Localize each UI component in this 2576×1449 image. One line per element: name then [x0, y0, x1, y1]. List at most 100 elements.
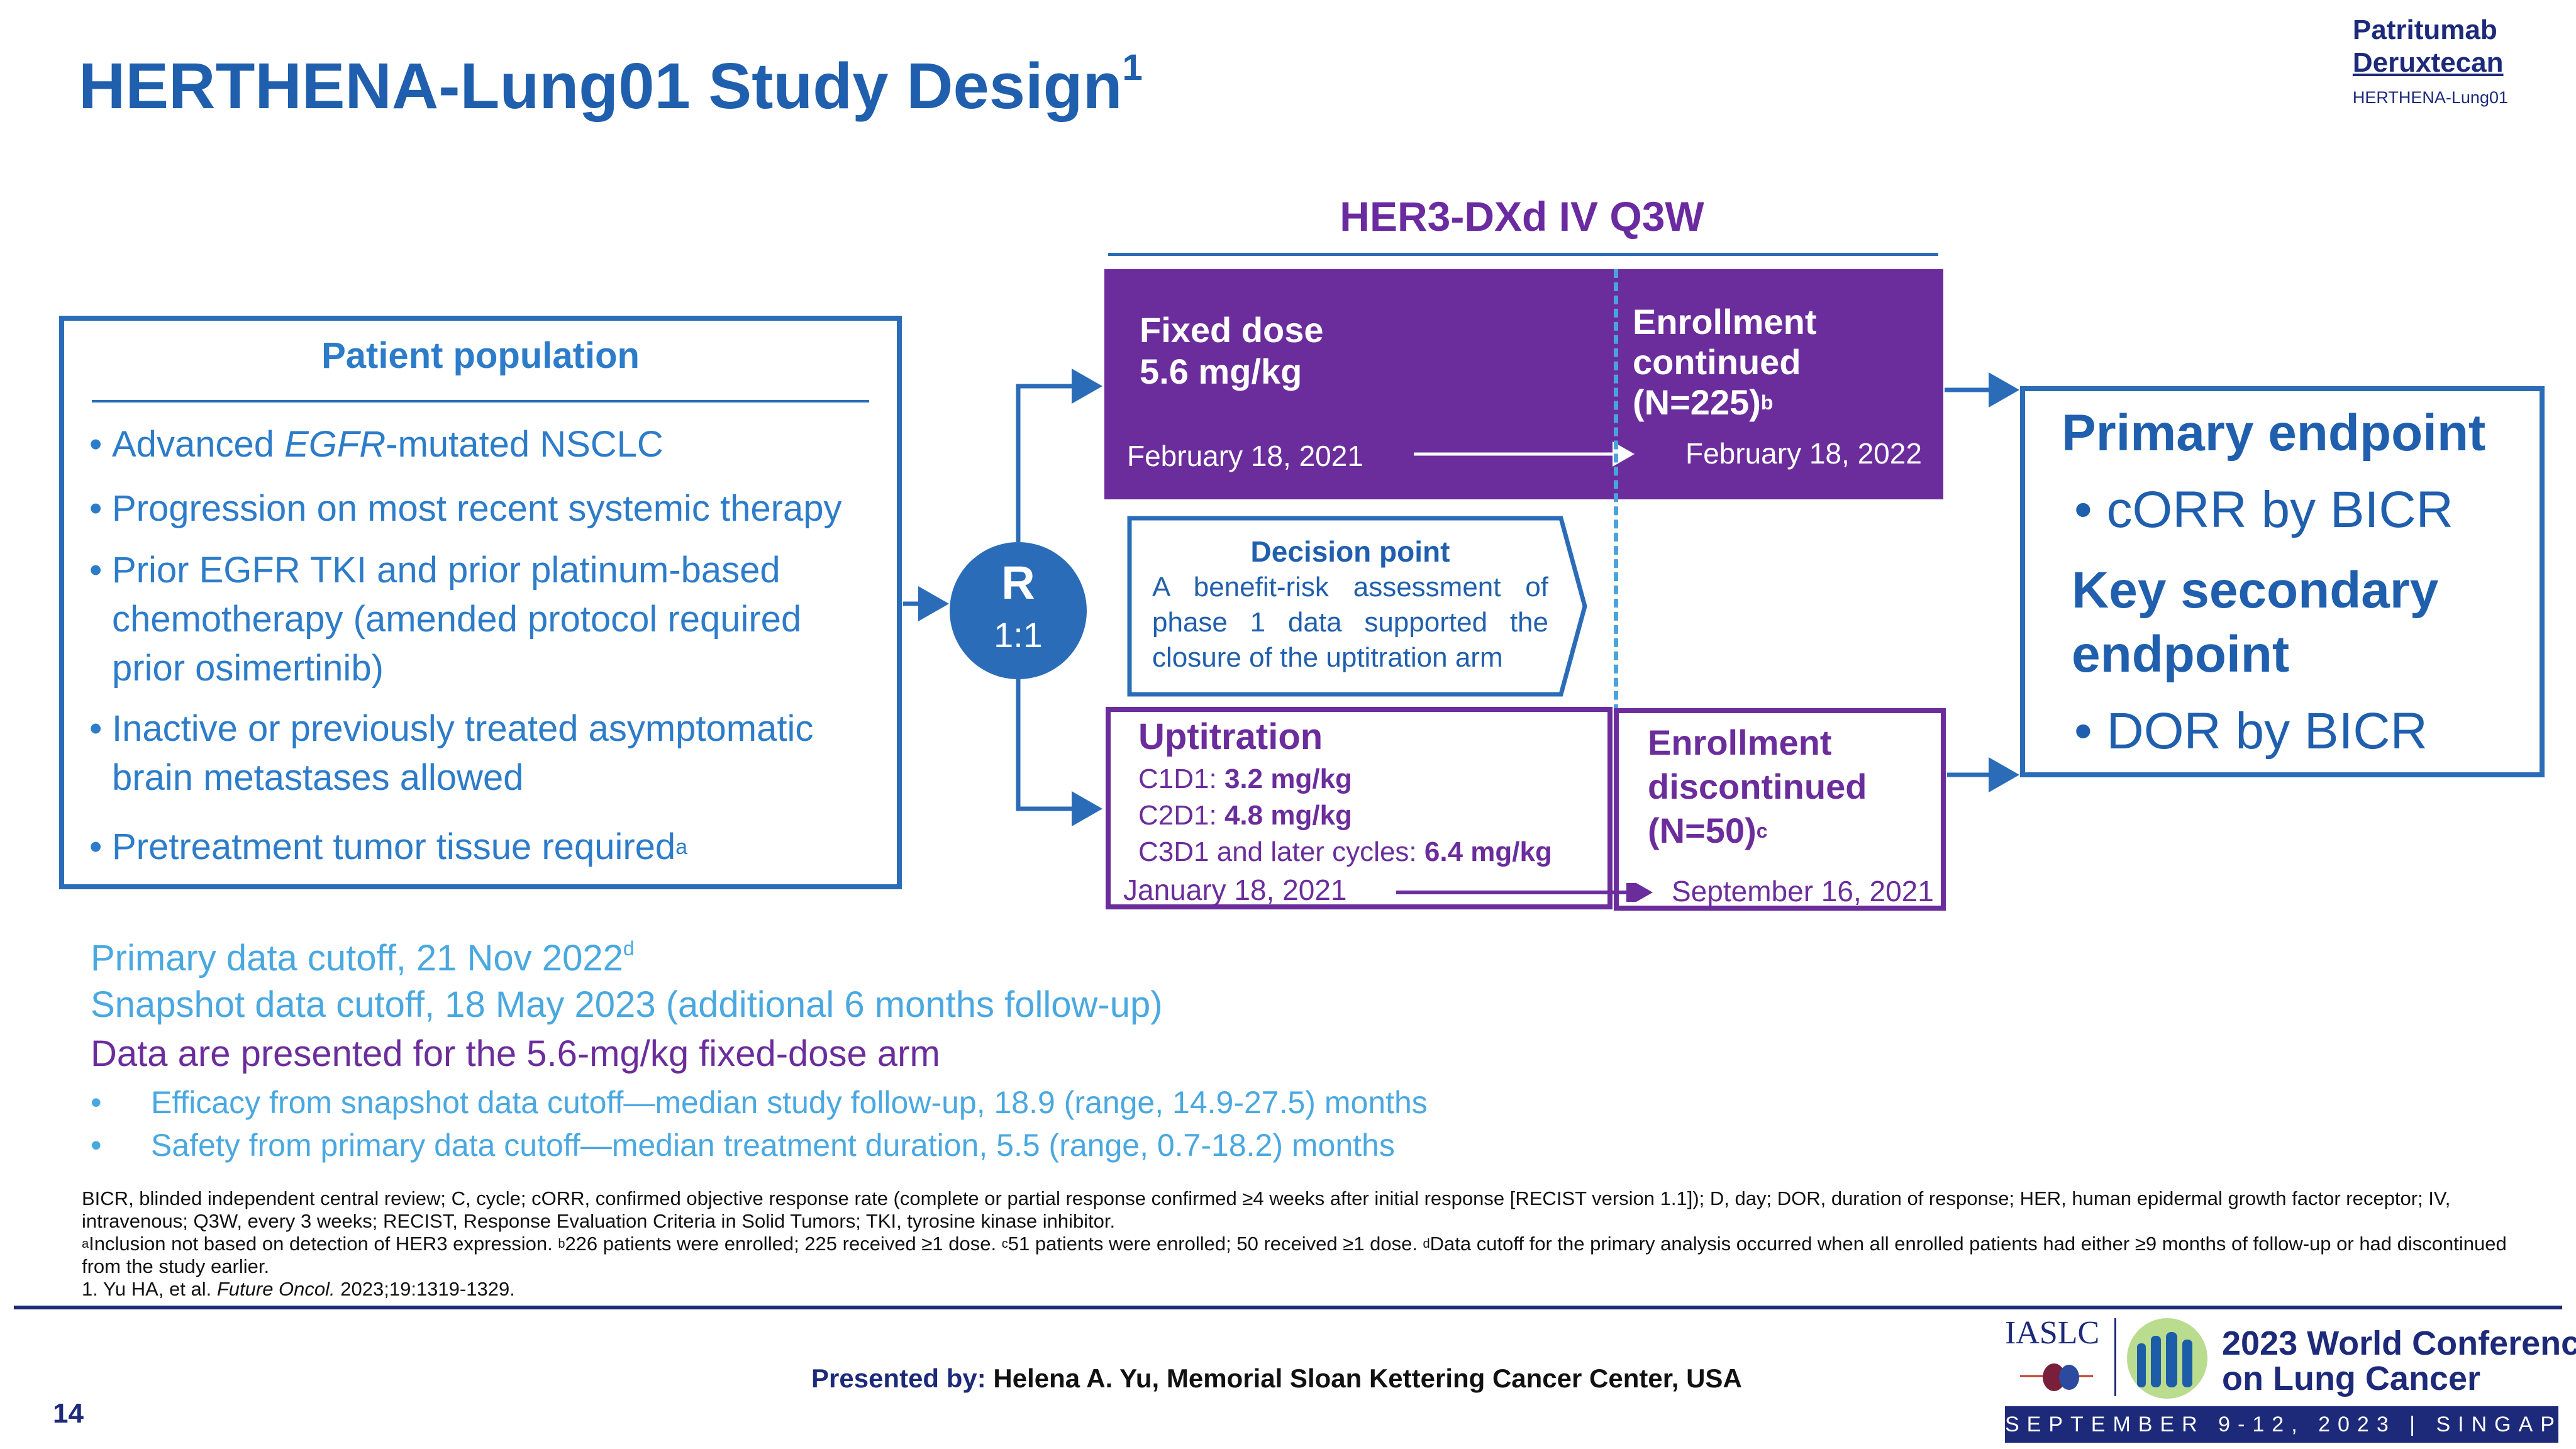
- reference-journal: Future Oncol.: [216, 1278, 335, 1300]
- randomization-letter: R: [1001, 557, 1035, 609]
- safety-bullet: •Safety from primary data cutoff—median …: [91, 1127, 1395, 1163]
- brand-line-1: Patritumab: [2352, 14, 2497, 45]
- population-item-line: Inactive or previously treated asymptoma…: [112, 708, 814, 749]
- arrow-r-to-arms: [1016, 369, 1102, 826]
- population-item-main: Pretreatment tumor tissue required: [112, 826, 676, 867]
- conference-name: 2023 World Conference on Lung Cancer: [2222, 1326, 2576, 1396]
- randomization-ratio: 1:1: [994, 615, 1043, 655]
- primary-cutoff-text: Primary data cutoff, 21 Nov 2022d: [91, 937, 635, 979]
- secondary-endpoint-title: Key secondary endpoint: [2072, 558, 2438, 687]
- footnote-a-marker: a: [82, 1237, 89, 1251]
- population-item: •Pretreatment tumor tissue requireda: [89, 823, 872, 872]
- supertree-emblem-icon: [2127, 1318, 2207, 1399]
- patient-population-box: Patient population •Advanced EGFR-mutate…: [59, 316, 902, 889]
- lettered-footnotes: aInclusion not based on detection of HER…: [82, 1233, 2509, 1278]
- dose-value: 4.8 mg/kg: [1224, 800, 1352, 831]
- enrollment-discontinued-line-1: Enrollment: [1648, 723, 1832, 762]
- population-item-text: Advanced EGFR-mutated NSCLC: [112, 420, 663, 469]
- footnote-marker-c: c: [1756, 819, 1768, 842]
- reference-note: 1. Yu HA, et al. Future Oncol. 2023;19:1…: [82, 1278, 2509, 1301]
- primary-endpoint-item: • cORR by BICR: [2074, 480, 2453, 540]
- endpoints-box: Primary endpoint • cORR by BICR Key seco…: [2020, 386, 2545, 777]
- footnote-marker-d: d: [623, 937, 635, 960]
- footnote-b: 226 patients were enrolled; 225 received…: [565, 1233, 1002, 1255]
- population-item-line: Prior EGFR TKI and prior platinum-based: [112, 550, 780, 591]
- conference-logo: IASLC 2023 World Conference on Lung Canc…: [2005, 1314, 2576, 1449]
- title-reference-sup: 1: [1122, 47, 1143, 88]
- secondary-endpoint-line-2: endpoint: [2072, 626, 2290, 683]
- patient-population-list: •Advanced EGFR-mutated NSCLC •Progressio…: [89, 420, 872, 872]
- uptitration-start-date: January 18, 2021: [1123, 874, 1347, 906]
- footnote-c: 51 patients were enrolled; 50 received ≥…: [1008, 1233, 1423, 1255]
- slide-number: 14: [53, 1398, 84, 1429]
- primary-cutoff-main: Primary data cutoff, 21 Nov 2022: [91, 938, 623, 979]
- population-item-line: brain metastases allowed: [112, 757, 524, 798]
- fixed-dose-label: Fixed dose 5.6 mg/kg: [1140, 309, 1324, 392]
- decision-point-line: closure of the uptitration arm: [1152, 642, 1503, 673]
- fixed-dose-arm: Fixed dose 5.6 mg/kg February 18, 2021 E…: [1104, 269, 1943, 499]
- footnote-b-marker: b: [558, 1237, 565, 1251]
- secondary-endpoint-line-1: Key secondary: [2072, 562, 2439, 619]
- enrollment-continued-line-1: Enrollment: [1633, 302, 1817, 341]
- population-item-line: prior osimertinib): [112, 648, 384, 689]
- enrollment-continued-line-2: continued: [1633, 342, 1801, 382]
- dose-value: 3.2 mg/kg: [1224, 763, 1352, 794]
- population-item-text: Pretreatment tumor tissue requireda: [112, 823, 687, 872]
- population-item-egfr: EGFR: [284, 424, 386, 465]
- patient-population-divider: [92, 400, 869, 402]
- footnote-d: Data cutoff for the primary analysis occ…: [82, 1233, 2507, 1277]
- footnote-a: Inclusion not based on detection of HER3…: [89, 1233, 558, 1255]
- fixed-dose-line-2: 5.6 mg/kg: [1140, 352, 1302, 391]
- presenter-name: Helena A. Yu, Memorial Sloan Kettering C…: [985, 1363, 1742, 1393]
- population-item-post: -mutated NSCLC: [386, 424, 663, 465]
- reference-citation: 2023;19:1319-1329.: [335, 1278, 515, 1300]
- population-item: •Prior EGFR TKI and prior platinum-based…: [89, 546, 872, 693]
- bullet-dot-icon: •: [2074, 481, 2107, 538]
- decision-point-shape: [1127, 516, 1587, 697]
- fixed-dose-start-date: February 18, 2021: [1127, 440, 1363, 472]
- patient-population-title: Patient population: [321, 335, 640, 376]
- snapshot-cutoff-text: Snapshot data cutoff, 18 May 2023 (addit…: [91, 984, 1163, 1025]
- uptitration-title: Uptitration: [1138, 716, 1323, 757]
- dose-label: C2D1:: [1138, 800, 1224, 831]
- enrollment-continued-n: (N=225): [1633, 382, 1761, 422]
- population-item: •Inactive or previously treated asymptom…: [89, 704, 872, 802]
- decision-point-title: Decision point: [1250, 535, 1450, 568]
- bullet-dot-icon: •: [89, 424, 103, 465]
- dose-row: C1D1: 3.2 mg/kg: [1138, 761, 1552, 797]
- enrollment-discontinued-date: September 16, 2021: [1672, 875, 1934, 908]
- population-item-text: Inactive or previously treated asymptoma…: [112, 704, 813, 802]
- footnotes: BICR, blinded independent central review…: [82, 1187, 2509, 1301]
- lung-icon: [2020, 1363, 2093, 1391]
- population-item: •Progression on most recent systemic the…: [89, 484, 872, 533]
- abbreviations-note: BICR, blinded independent central review…: [82, 1187, 2451, 1232]
- decision-point-callout: Decision point A benefit-risk assessment…: [1127, 516, 1589, 697]
- conference-dates: SEPTEMBER 9-12, 2023 | SINGAPORE: [2005, 1406, 2576, 1443]
- fixed-dose-line-1: Fixed dose: [1140, 310, 1324, 350]
- fixed-dose-arm-note: Data are presented for the 5.6-mg/kg fix…: [91, 1033, 940, 1074]
- population-item-pre: Advanced: [112, 424, 285, 465]
- fixed-dose-timeline-arrow: [1414, 441, 1635, 467]
- decision-point-line: phase 1 data supported the: [1152, 607, 1548, 638]
- uptitration-timeline-arrow: [1396, 883, 1653, 902]
- presenter-line: Presented by: Helena A. Yu, Memorial Slo…: [811, 1363, 1742, 1394]
- enrollment-discontinued-label: Enrollment discontinued (N=50)c: [1648, 721, 1867, 853]
- primary-endpoint-title: Primary endpoint: [2062, 404, 2486, 462]
- safety-bullet-text: Safety from primary data cutoff—median t…: [151, 1128, 1395, 1163]
- arms-header-rule: [1108, 253, 1938, 256]
- enrollment-continued-date: February 18, 2022: [1685, 437, 1922, 470]
- bullet-dot-icon: •: [89, 488, 103, 529]
- brand-block: Patritumab Deruxtecan HERTHENA-Lung01: [2353, 14, 2508, 108]
- footnote-c-marker: c: [1001, 1237, 1008, 1251]
- slide-title: HERTHENA-Lung01 Study Design1: [79, 47, 1143, 123]
- bullet-dot-icon: •: [89, 826, 103, 867]
- conference-line-1: 2023 World Conference: [2222, 1324, 2576, 1362]
- enrollment-discontinued-line-2: discontinued: [1648, 767, 1867, 806]
- footnote-marker-b: b: [1760, 391, 1774, 414]
- enrollment-discontinued-box: Enrollment discontinued (N=50)c Septembe…: [1614, 708, 1946, 911]
- population-item: •Advanced EGFR-mutated NSCLC: [89, 420, 872, 469]
- iaslc-logo-text: IASLC: [2005, 1315, 2100, 1351]
- bullet-dot-icon: •: [89, 550, 103, 591]
